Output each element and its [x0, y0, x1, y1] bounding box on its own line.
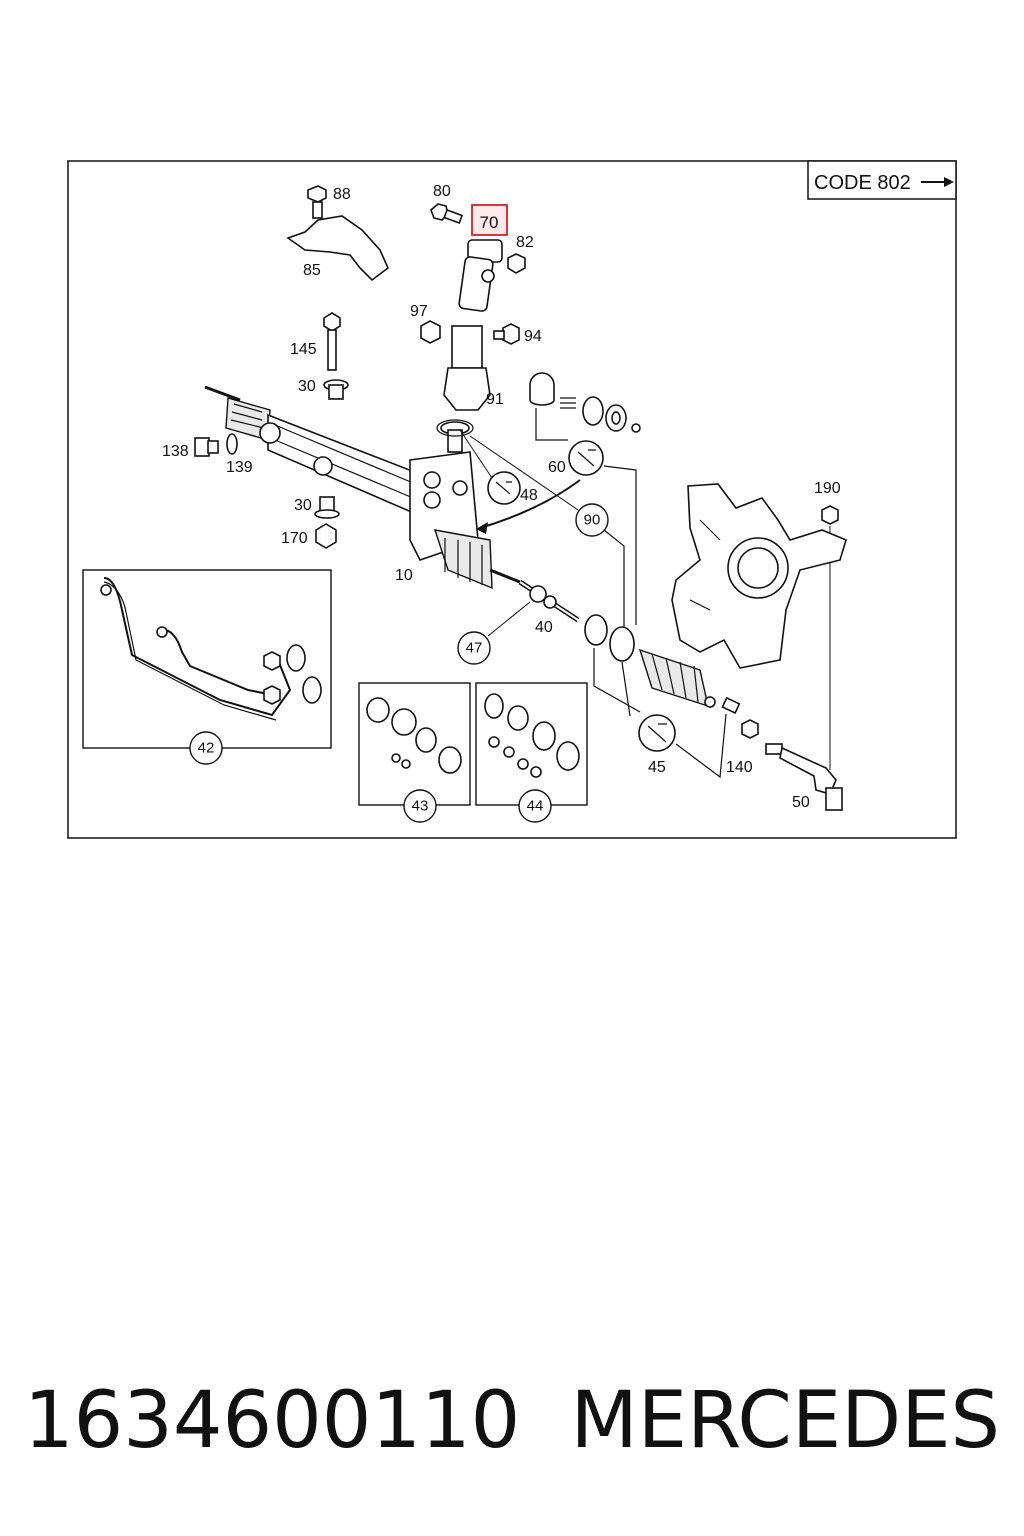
- wrench-60-icon: [568, 440, 604, 476]
- part-190-nut: [821, 505, 839, 525]
- label-48: 48: [520, 487, 538, 504]
- part-82-nut: [507, 253, 526, 274]
- label-30-top: 30: [298, 378, 316, 395]
- part-85-cover: [286, 215, 389, 282]
- label-145: 145: [290, 341, 317, 358]
- part-number: 1634600110: [24, 1376, 521, 1466]
- label-70: 70: [480, 213, 499, 232]
- label-94: 94: [524, 328, 542, 345]
- wrench-48-icon: [487, 471, 521, 505]
- code-802-label: CODE 802: [814, 172, 911, 194]
- wrench-45-icon: [638, 714, 676, 752]
- bubble-44: [518, 789, 552, 823]
- curved-arrow: [479, 479, 581, 529]
- part-97-nut: [420, 320, 441, 344]
- box-44-seal-kit: [475, 682, 588, 806]
- part-139-ring: [226, 433, 238, 455]
- part-138-plug: [194, 437, 219, 457]
- label-80: 80: [433, 183, 451, 200]
- part-70-universal-joint: [458, 239, 503, 312]
- label-140: 140: [726, 759, 753, 776]
- part-50-tie-rod-end: [765, 743, 843, 811]
- part-30-bushing-lower: [314, 496, 340, 519]
- part-45-boot-kit: [584, 614, 741, 714]
- part-40-tie-rod: [518, 579, 580, 623]
- label-138: 138: [162, 443, 189, 460]
- label-91: 91: [486, 391, 504, 408]
- label-50: 50: [792, 794, 810, 811]
- part-91-boot: [443, 325, 491, 411]
- label-139: 139: [226, 459, 253, 476]
- bubble-47-label: 47: [466, 640, 483, 657]
- steering-knuckle: [671, 483, 847, 669]
- label-190: 190: [814, 480, 841, 497]
- part-60-kit: [529, 372, 641, 441]
- label-40: 40: [535, 619, 553, 636]
- label-10: 10: [395, 567, 413, 584]
- caption-bar: 1634600110 MERCEDES: [0, 1366, 1024, 1476]
- steering-rack-assembly: [204, 385, 521, 590]
- bubble-42: [189, 731, 223, 765]
- bubble-90: [575, 503, 609, 537]
- highlight-70-box: [471, 204, 508, 236]
- part-145-bolt: [323, 312, 341, 371]
- label-60: 60: [548, 459, 566, 476]
- box-43-seal-kit: [358, 682, 471, 806]
- bubble-43-label: 43: [412, 798, 429, 815]
- part-170-nut: [315, 523, 337, 549]
- label-85: 85: [303, 262, 321, 279]
- label-170: 170: [281, 530, 308, 547]
- label-82: 82: [516, 234, 534, 251]
- bubble-44-label: 44: [527, 798, 544, 815]
- label-45: 45: [648, 759, 666, 776]
- bubble-42-label: 42: [198, 740, 215, 757]
- part-94-bolt: [493, 323, 520, 345]
- code-802-box: CODE 802: [807, 160, 957, 200]
- bubble-43: [403, 789, 437, 823]
- bubble-47: [457, 631, 491, 665]
- part-140-nut: [741, 719, 759, 739]
- arrow-right-icon: [944, 177, 954, 187]
- part-80-bolt: [430, 203, 464, 225]
- label-88: 88: [333, 186, 351, 203]
- bubble-90-label: 90: [584, 512, 601, 529]
- label-30-lower: 30: [294, 497, 312, 514]
- box-42-lines: [82, 569, 332, 749]
- part-30-bushing-top: [323, 379, 349, 400]
- brand-name: MERCEDES: [570, 1376, 1001, 1466]
- part-88-bolt: [307, 185, 327, 219]
- part-48-seal: [436, 419, 474, 437]
- label-97: 97: [410, 303, 428, 320]
